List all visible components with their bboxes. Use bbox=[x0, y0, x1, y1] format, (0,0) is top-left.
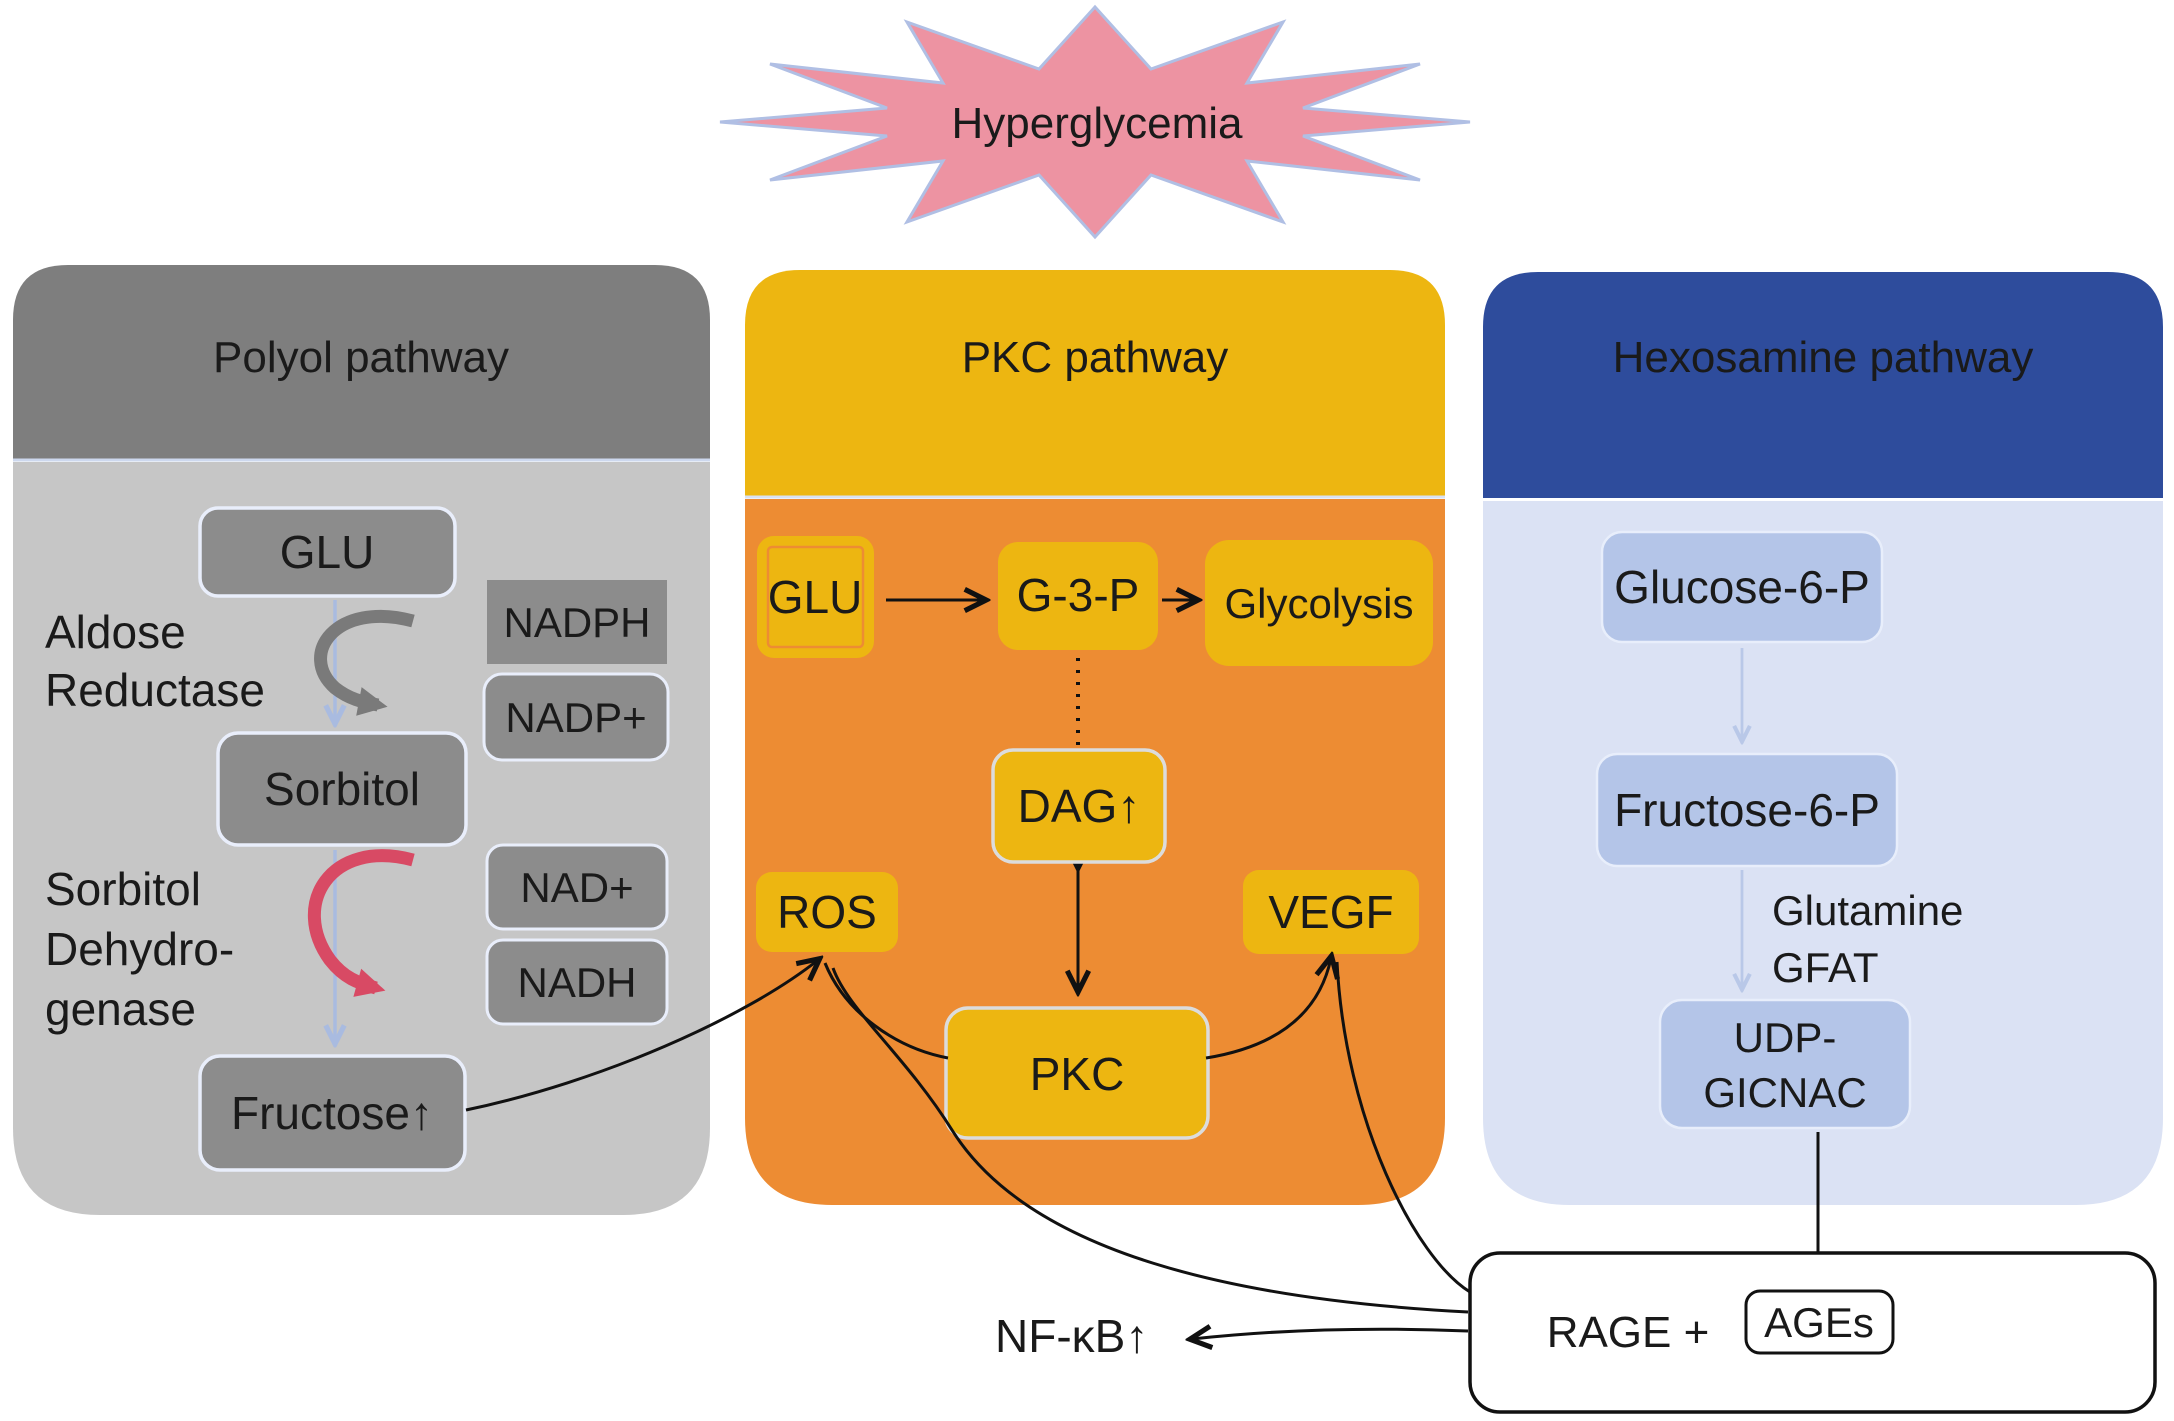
fructose6p-node-label: Fructose-6-P bbox=[1614, 784, 1880, 836]
hyperglycemia-label: Hyperglycemia bbox=[952, 99, 1244, 148]
nadph-node-label: NADPH bbox=[503, 599, 650, 646]
connector-curves bbox=[465, 958, 1471, 1339]
curve-pkc-to-ros bbox=[823, 962, 949, 1060]
rage-ages-group: RAGE + AGEs NF-κB↑ bbox=[995, 1132, 2157, 1414]
dag-node-label: DAG↑ bbox=[1018, 780, 1141, 832]
sorbitol-node-label: Sorbitol bbox=[264, 763, 420, 815]
pkc-panel: PKC pathway GLU G-3-P Glycolysis DAG↑ RO… bbox=[745, 270, 1445, 1205]
g3p-node-label: G-3-P bbox=[1017, 569, 1140, 621]
gfat-label: GFAT bbox=[1772, 944, 1879, 991]
dag-node bbox=[991, 748, 1167, 864]
starburst-shape bbox=[719, 4, 1471, 240]
curve-rage-to-ros bbox=[831, 967, 1469, 1314]
sorbitol-dehydrogenase-label-line2: Dehydro- bbox=[45, 923, 234, 975]
ages-box bbox=[1744, 1289, 1895, 1355]
glucose6p-node bbox=[1600, 530, 1884, 644]
pkc-node-label: PKC bbox=[1030, 1048, 1125, 1100]
glycolysis-node-label: Glycolysis bbox=[1224, 580, 1413, 627]
sorbitol-node bbox=[216, 731, 468, 847]
nadp-plus-node bbox=[482, 672, 670, 762]
polyol-header bbox=[13, 265, 710, 459]
pkc-header bbox=[745, 270, 1445, 496]
hyperglycemia-starburst: Hyperglycemia bbox=[719, 4, 1471, 240]
rage-label: RAGE + bbox=[1547, 1308, 1710, 1357]
pkc-title: PKC pathway bbox=[962, 333, 1229, 382]
nad-plus-node bbox=[485, 843, 669, 931]
ages-label: AGEs bbox=[1764, 1299, 1874, 1346]
polyol-title: Polyol pathway bbox=[213, 333, 509, 382]
nad-swoosh-red bbox=[307, 849, 415, 997]
curve-rage-to-vegf bbox=[1335, 961, 1471, 1294]
glucose6p-node-label: Glucose-6-P bbox=[1614, 561, 1870, 613]
curve-fructose-to-ros bbox=[465, 960, 818, 1112]
hexosamine-panel: Hexosamine pathway Glucose-6-P Fructose-… bbox=[1483, 272, 2163, 1205]
pkc-node bbox=[944, 1006, 1210, 1140]
ros-node bbox=[756, 872, 898, 952]
polyol-panel: Polyol pathway GLU NADPH NADP+ Aldose Re… bbox=[13, 265, 710, 1215]
vegf-node-label: VEGF bbox=[1268, 886, 1393, 938]
glu-node-pkc bbox=[757, 536, 874, 658]
nad-plus-node-label: NAD+ bbox=[520, 864, 633, 911]
nadh-node-label: NADH bbox=[517, 959, 636, 1006]
nadp-plus-node-label: NADP+ bbox=[505, 694, 646, 741]
aldose-reductase-label-line1: Aldose bbox=[45, 606, 186, 658]
glu-node-polyol-label: GLU bbox=[280, 526, 375, 578]
udp-glcnac-node-label-line2: GICNAC bbox=[1703, 1069, 1866, 1116]
glutamine-label: Glutamine bbox=[1772, 887, 1963, 934]
nfkb-label: NF-κB↑ bbox=[995, 1310, 1148, 1362]
nadph-node bbox=[487, 580, 667, 664]
glycolysis-node bbox=[1205, 540, 1433, 666]
g3p-node bbox=[998, 542, 1158, 650]
hexosamine-header bbox=[1483, 272, 2163, 498]
fructose6p-node bbox=[1595, 752, 1899, 868]
sorbitol-dehydrogenase-label-line1: Sorbitol bbox=[45, 863, 201, 915]
vegf-node bbox=[1243, 870, 1419, 954]
ros-node-label: ROS bbox=[777, 886, 877, 938]
hexosamine-title: Hexosamine pathway bbox=[1613, 333, 2034, 382]
nadh-node bbox=[485, 938, 669, 1026]
glu-node-pkc-label: GLU bbox=[768, 571, 863, 623]
udp-glcnac-node bbox=[1658, 998, 1912, 1130]
sorbitol-dehydrogenase-label-line3: genase bbox=[45, 983, 196, 1035]
arrow-rage-to-nfkb bbox=[1192, 1329, 1469, 1339]
glu-node-polyol bbox=[198, 506, 457, 598]
udp-glcnac-node-label-line1: UDP- bbox=[1734, 1014, 1837, 1061]
nadph-swoosh-gray bbox=[314, 609, 415, 716]
curve-pkc-to-vegf bbox=[1205, 958, 1331, 1060]
glu-node-pkc-inner-border bbox=[766, 545, 865, 649]
aldose-reductase-label-line2: Reductase bbox=[45, 664, 265, 716]
fructose-node bbox=[198, 1054, 467, 1172]
fructose-node-label: Fructose↑ bbox=[231, 1087, 433, 1139]
